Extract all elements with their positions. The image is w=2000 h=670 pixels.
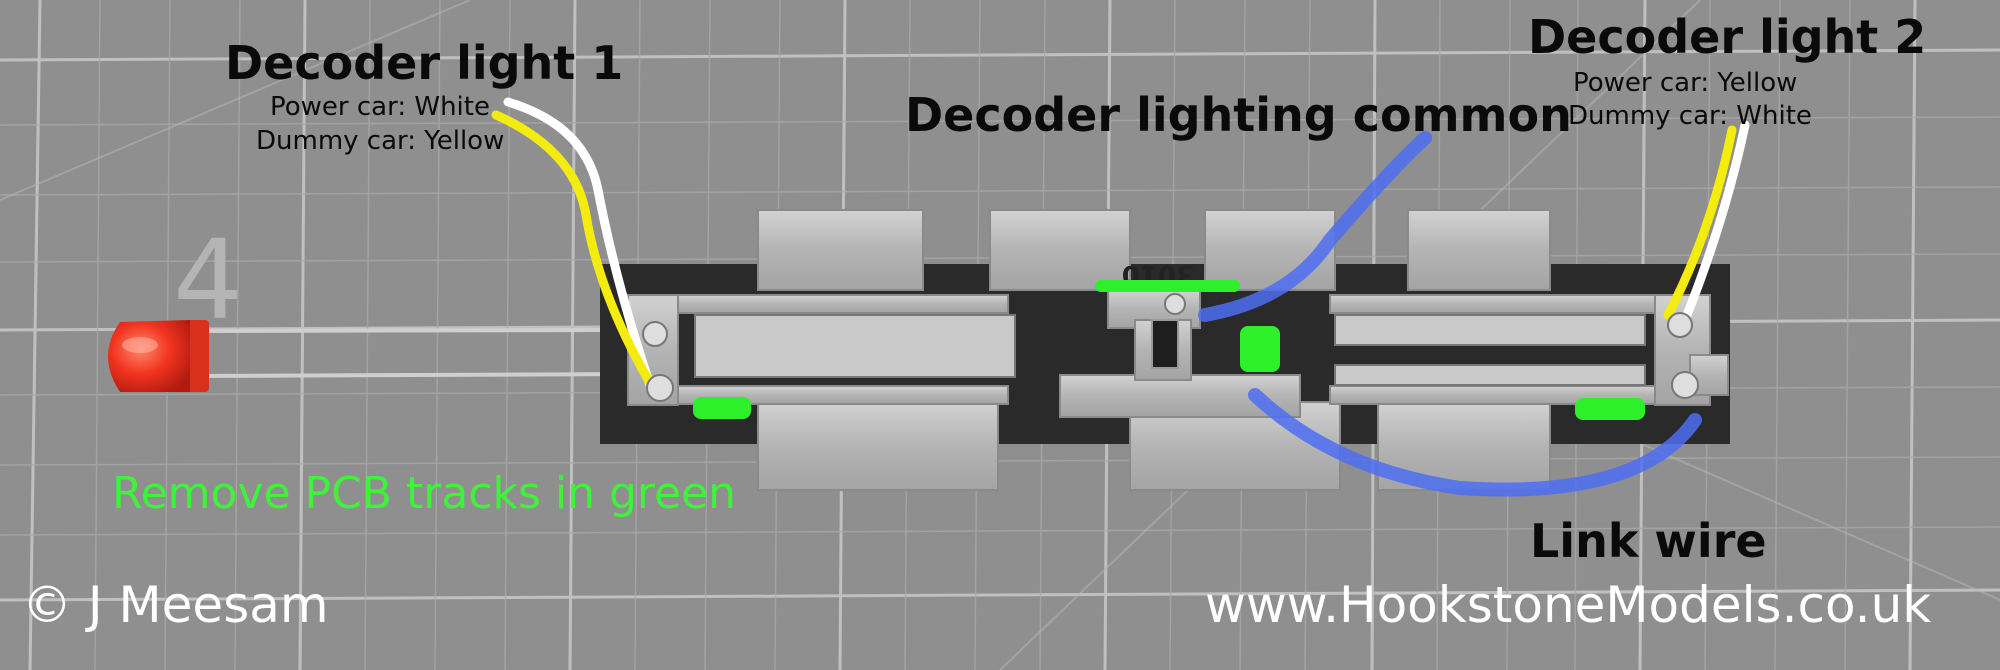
- right-white-wire: [1680, 120, 1750, 325]
- red-led: [108, 320, 209, 392]
- solder-joints: [642, 293, 1699, 402]
- led-leads: [189, 328, 646, 378]
- copyright-text: © J Meesam: [22, 576, 329, 634]
- decoder-light-2-title: Decoder light 2: [1528, 10, 1927, 64]
- decoder-light-1-title: Decoder light 1: [225, 36, 624, 90]
- blue-common-wire: [1198, 131, 1432, 322]
- link-wire-label: Link wire: [1530, 514, 1767, 568]
- pcb-slots: [694, 314, 1646, 386]
- left-white-wire: [503, 97, 655, 390]
- green-track-cuts: [693, 280, 1645, 420]
- smd-resistor: [1151, 319, 1179, 369]
- decoder-light-2-power-car: Power car: Yellow: [1573, 68, 1798, 98]
- decoder-light-1-power-car: Power car: White: [270, 92, 490, 122]
- decoder-lighting-common-label: Decoder lighting common: [905, 88, 1572, 142]
- metal-frame: [627, 209, 1729, 491]
- remove-tracks-note: Remove PCB tracks in green: [112, 468, 737, 519]
- website-text: www.HookstoneModels.co.uk: [1205, 576, 1932, 634]
- left-yellow-wire: [491, 110, 662, 400]
- blue-link-wire: [1248, 388, 1702, 497]
- decoder-light-1-dummy-car: Dummy car: Yellow: [256, 126, 505, 156]
- right-yellow-wire: [1663, 125, 1737, 320]
- decoder-light-2-dummy-car: Dummy car: White: [1568, 101, 1812, 131]
